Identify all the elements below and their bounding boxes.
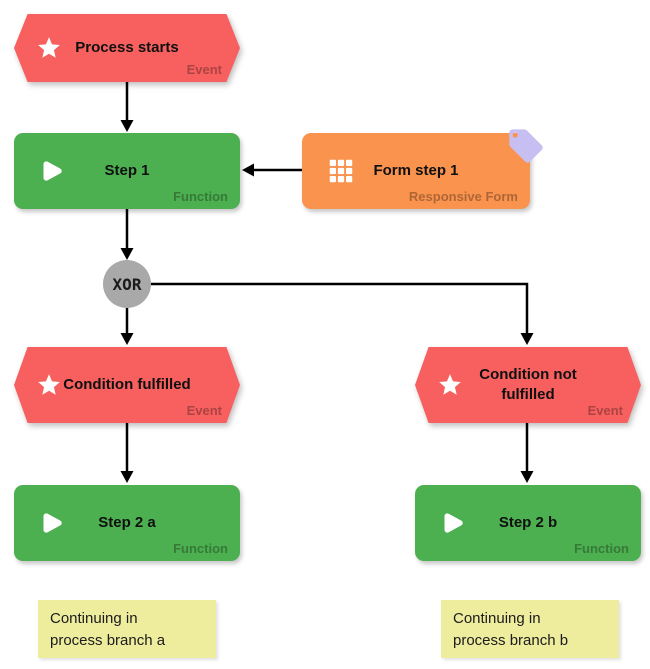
node-label: Step 2 b	[498, 513, 558, 531]
node-type-label: Function	[574, 541, 629, 556]
node-type-label: Event	[587, 403, 623, 418]
grid-icon	[326, 156, 356, 186]
note-line: Continuing in	[453, 610, 541, 627]
event-condition-not-fulfilled[interactable]: Condition not fulfilled Event	[415, 347, 641, 423]
arrowhead	[120, 471, 134, 483]
arrowhead	[520, 471, 534, 483]
gateway-label: XOR	[112, 274, 142, 294]
note-line: process branch a	[50, 631, 166, 649]
tag-icon[interactable]	[506, 126, 546, 171]
node-label: Form step 1	[373, 161, 459, 179]
note-branch-b[interactable]: Continuing in process branch b	[441, 600, 619, 658]
function-step-2a[interactable]: Step 2 a Function	[14, 485, 240, 561]
node-label: Condition fulfilled	[63, 375, 191, 393]
function-step-1[interactable]: Step 1 Function	[14, 133, 240, 209]
node-type-label: Responsive Form	[408, 189, 518, 204]
arrowhead	[520, 333, 534, 345]
connector-xor-to-condition-not-fulfilled	[151, 282, 529, 334]
node-label: Condition not fulfilled	[479, 365, 577, 403]
event-process-starts[interactable]: Process starts Event	[14, 14, 240, 82]
note-branch-a[interactable]: Continuing in process branch a	[38, 600, 216, 658]
star-icon	[437, 372, 463, 398]
arrowhead	[242, 163, 254, 177]
note-line: Continuing in	[50, 610, 138, 627]
node-type-label: Event	[186, 62, 222, 77]
node-label: Step 2 a	[98, 513, 156, 531]
node-type-label: Function	[173, 189, 228, 204]
gateway-xor[interactable]: XOR	[103, 260, 151, 308]
arrowhead	[120, 248, 134, 260]
node-label: Process starts	[75, 38, 179, 56]
arrowhead	[120, 333, 134, 345]
play-icon	[437, 508, 467, 538]
arrowhead	[120, 120, 134, 132]
node-label: Step 1	[104, 161, 150, 179]
star-icon	[36, 35, 62, 61]
form-step-1[interactable]: Form step 1 Responsive Form	[302, 129, 543, 209]
event-condition-fulfilled[interactable]: Condition fulfilled Event	[14, 347, 240, 423]
node-type-label: Function	[173, 541, 228, 556]
star-icon	[36, 372, 62, 398]
note-line: process branch b	[453, 631, 569, 649]
function-step-2b[interactable]: Step 2 b Function	[415, 485, 641, 561]
node-type-label: Event	[186, 403, 222, 418]
play-icon	[36, 508, 66, 538]
play-icon	[36, 156, 66, 186]
